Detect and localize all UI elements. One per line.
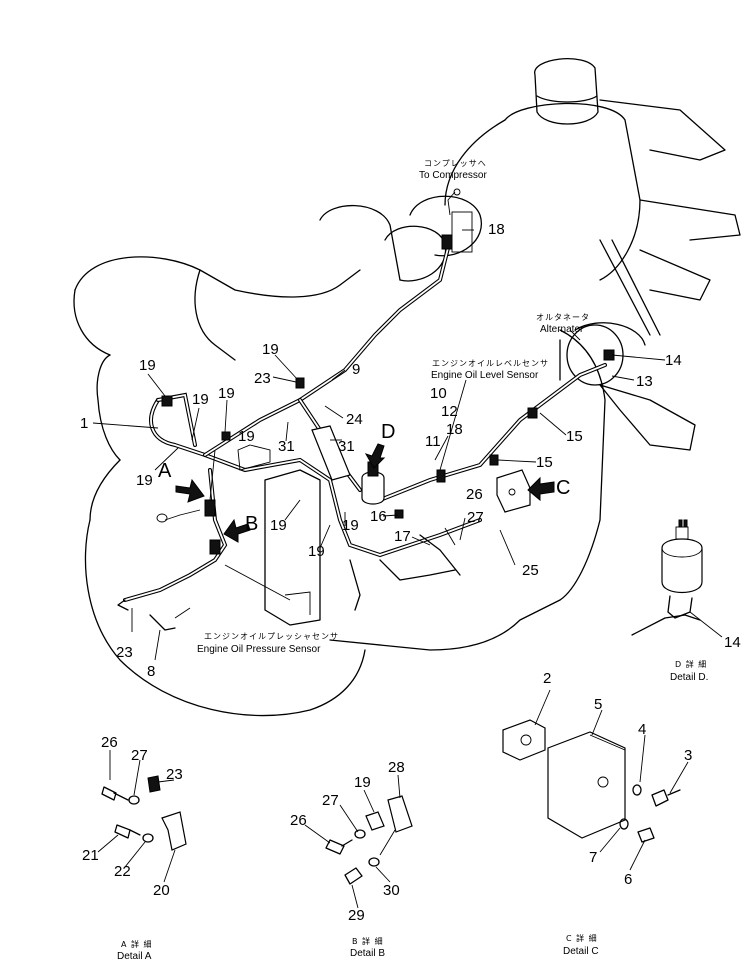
callout-15-b: 15 bbox=[536, 454, 553, 471]
view-marker-d: D bbox=[381, 421, 395, 443]
callout-8: 8 bbox=[147, 663, 155, 680]
level-sensor-label-jp: エンジンオイルレベルセンサ bbox=[432, 359, 549, 368]
callout-15-a: 15 bbox=[566, 428, 583, 445]
callout-5: 5 bbox=[594, 696, 602, 713]
callout-20: 20 bbox=[153, 882, 170, 899]
callout-27-detail-a: 27 bbox=[131, 747, 148, 764]
detail-captions: A 詳 細 Detail A B 詳 細 Detail B C 詳 細 Deta… bbox=[117, 659, 708, 962]
engine-block bbox=[73, 58, 741, 717]
callout-19-a: 19 bbox=[139, 357, 156, 374]
callout-24: 24 bbox=[346, 411, 363, 428]
annotation-labels: コンプレッサへ To Compressor オルタネータ Alternator … bbox=[197, 159, 590, 655]
callout-26-detail-a: 26 bbox=[101, 734, 118, 751]
view-marker-a: A bbox=[158, 460, 172, 482]
alternator-label-en: Alternator bbox=[540, 324, 584, 335]
callout-19-i: 19 bbox=[342, 517, 359, 534]
detail-c-drawing bbox=[502, 689, 689, 871]
detail-a-caption-jp: A 詳 細 bbox=[121, 939, 153, 949]
callout-19-c: 19 bbox=[218, 385, 235, 402]
callout-31-a: 31 bbox=[278, 438, 295, 455]
detail-d-caption-en: Detail D. bbox=[670, 672, 708, 683]
callout-29: 29 bbox=[348, 907, 365, 924]
callout-6: 6 bbox=[624, 871, 632, 888]
callout-7: 7 bbox=[589, 849, 597, 866]
wiring-harness bbox=[117, 188, 615, 631]
callout-19-e: 19 bbox=[238, 428, 255, 445]
detail-c-caption-en: Detail C bbox=[563, 946, 599, 957]
compressor-label-jp: コンプレッサへ bbox=[424, 159, 487, 168]
callout-23-detail-a: 23 bbox=[166, 766, 183, 783]
detail-c-caption-jp: C 詳 細 bbox=[566, 933, 598, 943]
callout-4: 4 bbox=[638, 721, 646, 738]
callout-12: 12 bbox=[441, 403, 458, 420]
pressure-sensor-label-en: Engine Oil Pressure Sensor bbox=[197, 644, 321, 655]
callout-25: 25 bbox=[522, 562, 539, 579]
level-sensor-label-en: Engine Oil Level Sensor bbox=[431, 370, 539, 381]
callout-22: 22 bbox=[114, 863, 131, 880]
callout-21: 21 bbox=[82, 847, 99, 864]
callout-14-detail-d: 14 bbox=[724, 634, 741, 651]
callout-23-left: 23 bbox=[116, 644, 133, 661]
callout-numbers: 18 1 19 19 19 19 19 19 19 19 19 23 9 24 … bbox=[80, 221, 741, 924]
callout-19-h: 19 bbox=[308, 543, 325, 560]
leader-lines bbox=[92, 229, 666, 661]
view-marker-c: C bbox=[556, 477, 570, 499]
callout-16: 16 bbox=[370, 508, 387, 525]
callout-17: 17 bbox=[394, 528, 411, 545]
detail-b-caption-en: Detail B bbox=[350, 948, 385, 959]
detail-d-caption-jp: D 詳 細 bbox=[675, 659, 707, 669]
alternator-label-jp: オルタネータ bbox=[536, 313, 590, 322]
detail-a-drawing bbox=[97, 750, 187, 883]
callout-18-top: 18 bbox=[488, 221, 505, 238]
callout-19-d: 19 bbox=[136, 472, 153, 489]
callout-19-g: 19 bbox=[270, 517, 287, 534]
callout-28: 28 bbox=[388, 759, 405, 776]
callout-1: 1 bbox=[80, 415, 88, 432]
detail-a-caption-en: Detail A bbox=[117, 951, 152, 962]
callout-18-mid: 18 bbox=[446, 421, 463, 438]
callout-30: 30 bbox=[383, 882, 400, 899]
callout-19-f: 19 bbox=[262, 341, 279, 358]
view-arrows bbox=[175, 443, 555, 543]
callout-26-mid: 26 bbox=[466, 486, 483, 503]
callout-10: 10 bbox=[430, 385, 447, 402]
callout-19-detail-b: 19 bbox=[354, 774, 371, 791]
compressor-label-en: To Compressor bbox=[419, 170, 487, 181]
callout-3: 3 bbox=[684, 747, 692, 764]
callout-2: 2 bbox=[543, 670, 551, 687]
callout-9: 9 bbox=[352, 361, 360, 378]
callout-27-detail-b: 27 bbox=[322, 792, 339, 809]
callout-27-mid: 27 bbox=[467, 509, 484, 526]
detail-b-drawing bbox=[304, 774, 413, 909]
pressure-sensor-label-jp: エンジンオイルプレッシャセンサ bbox=[204, 632, 339, 641]
view-letters: A B C D bbox=[158, 421, 570, 535]
callout-19-b: 19 bbox=[192, 391, 209, 408]
view-marker-b: B bbox=[245, 513, 258, 535]
callout-31-b: 31 bbox=[338, 438, 355, 455]
callout-14-top: 14 bbox=[665, 352, 682, 369]
detail-d-drawing bbox=[631, 519, 723, 638]
detail-b-caption-jp: B 詳 細 bbox=[352, 936, 384, 946]
callout-13: 13 bbox=[636, 373, 653, 390]
callout-23-top: 23 bbox=[254, 370, 271, 387]
callout-11: 11 bbox=[425, 433, 441, 450]
callout-26-detail-b: 26 bbox=[290, 812, 307, 829]
